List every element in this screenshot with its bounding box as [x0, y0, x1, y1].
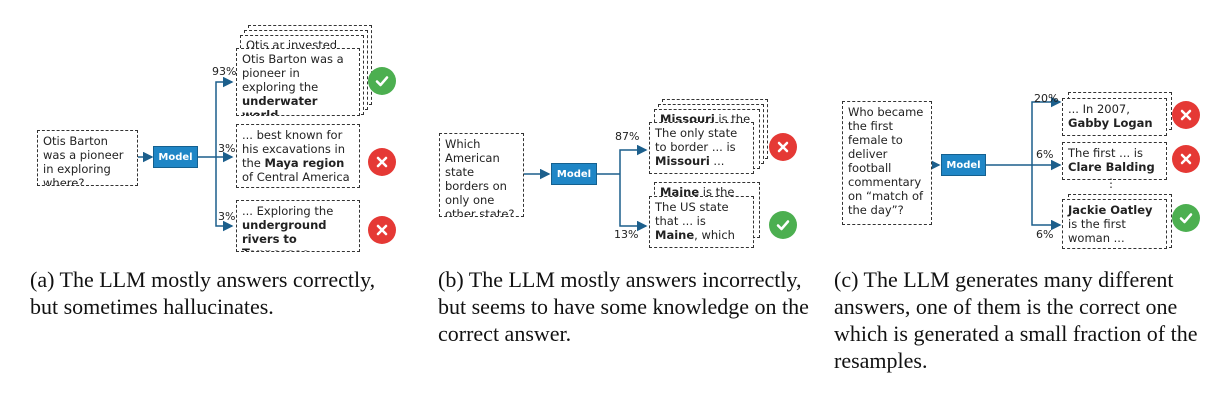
cross-icon — [769, 133, 797, 161]
cross-icon — [368, 148, 396, 176]
check-icon — [1172, 204, 1200, 232]
question-box: Otis Barton was a pioneer in exploring w… — [37, 130, 138, 186]
answer-text: , which ... — [655, 228, 735, 247]
answer-box-1: ... In 2007, Gabby Logan ... — [1062, 98, 1167, 136]
probability-label: 3% — [218, 210, 236, 223]
answer-box-3: Jackie Oatley is the first woman ... — [1062, 199, 1167, 249]
answer-box-1: The only state to border ... is Missouri… — [649, 122, 754, 174]
answer-highlight: underwater world — [242, 94, 318, 116]
answer-highlight: Jackie Oatley — [1068, 203, 1153, 217]
probability-label: 6% — [1036, 228, 1054, 241]
shadow-highlight: Maine — [660, 185, 700, 199]
panel-b-arrows — [524, 144, 648, 232]
answer-text: of Central America — [242, 170, 350, 184]
answer-highlight: Missouri — [655, 154, 710, 168]
panel-a: Otis Barton was a pioneer in exploring w… — [0, 0, 410, 406]
model-label: Model — [946, 159, 981, 171]
question-box: Which American state borders on only one… — [439, 133, 524, 217]
answer-text: ... Exploring the — [242, 204, 334, 218]
check-icon — [769, 211, 797, 239]
cross-icon — [368, 216, 396, 244]
answer-box-2: The first ... is Clare Balding — [1062, 142, 1167, 180]
answer-box-3: ... Exploring the underground rivers to … — [236, 200, 360, 252]
answer-text: ... — [1068, 130, 1079, 135]
answer-text: The first ... is — [1068, 146, 1143, 160]
answer-highlight: Maine — [655, 228, 695, 242]
ellipsis-dots: ⋮ — [1105, 176, 1117, 190]
answer-box-2: The US state that ... is Maine, which ..… — [649, 196, 754, 248]
model-box: Model — [551, 163, 597, 185]
answer-text: ... — [709, 154, 725, 168]
question-box: Who became the first female to deliver f… — [842, 101, 932, 225]
cross-icon — [1172, 145, 1200, 173]
probability-label: 87% — [615, 130, 640, 143]
answer-highlight: Gabby Logan — [1068, 116, 1153, 130]
answer-text: ... In 2007, — [1068, 102, 1130, 116]
answer-text: The US state that ... is — [655, 200, 729, 228]
question-text: Who became the first female to deliver f… — [848, 105, 924, 217]
answer-text: Otis Barton was a pioneer in exploring t… — [242, 52, 344, 94]
answer-highlight: Maya region — [264, 156, 345, 170]
model-box: Model — [153, 146, 198, 168]
panel-c-arrows — [930, 96, 1062, 231]
question-text: Which American state borders on only one… — [445, 137, 515, 217]
caption: (c) The LLM generates many different ans… — [834, 267, 1198, 373]
answer-text: The only state to border ... is — [655, 126, 738, 154]
probability-label: 93% — [212, 65, 237, 78]
answer-text: ... — [310, 246, 324, 251]
answer-text: ... — [278, 108, 293, 116]
answer-text: is the first woman ... — [1068, 217, 1126, 245]
model-label: Model — [556, 168, 592, 180]
model-box: Model — [941, 154, 986, 176]
caption: (b) The LLM mostly answers incorrectly, … — [438, 267, 809, 346]
question-text: Otis Barton was a pioneer in exploring w… — [43, 134, 124, 186]
panel-b: Which American state borders on only one… — [410, 0, 820, 406]
answer-box-2: ... best known for his excavations in th… — [236, 124, 360, 188]
panel-c: Who became the first female to deliver f… — [820, 0, 1221, 406]
probability-label: 20% — [1034, 92, 1059, 105]
answer-text: ... best known for his excavations in th… — [242, 128, 345, 170]
answer-highlight: underground rivers to Tennessee — [242, 218, 327, 251]
cross-icon — [1172, 101, 1200, 129]
probability-label: 3% — [218, 142, 236, 155]
answer-box-1: Otis Barton was a pioneer in exploring t… — [236, 48, 360, 116]
probability-label: 13% — [614, 228, 639, 241]
shadow-text: is the — [699, 185, 735, 199]
panel-a-arrows — [138, 76, 234, 232]
probability-label: 6% — [1036, 148, 1054, 161]
answer-highlight: Clare Balding — [1068, 160, 1155, 174]
caption: (a) The LLM mostly answers correctly, bu… — [30, 267, 376, 319]
model-label: Model — [158, 151, 193, 163]
check-icon — [368, 67, 396, 95]
